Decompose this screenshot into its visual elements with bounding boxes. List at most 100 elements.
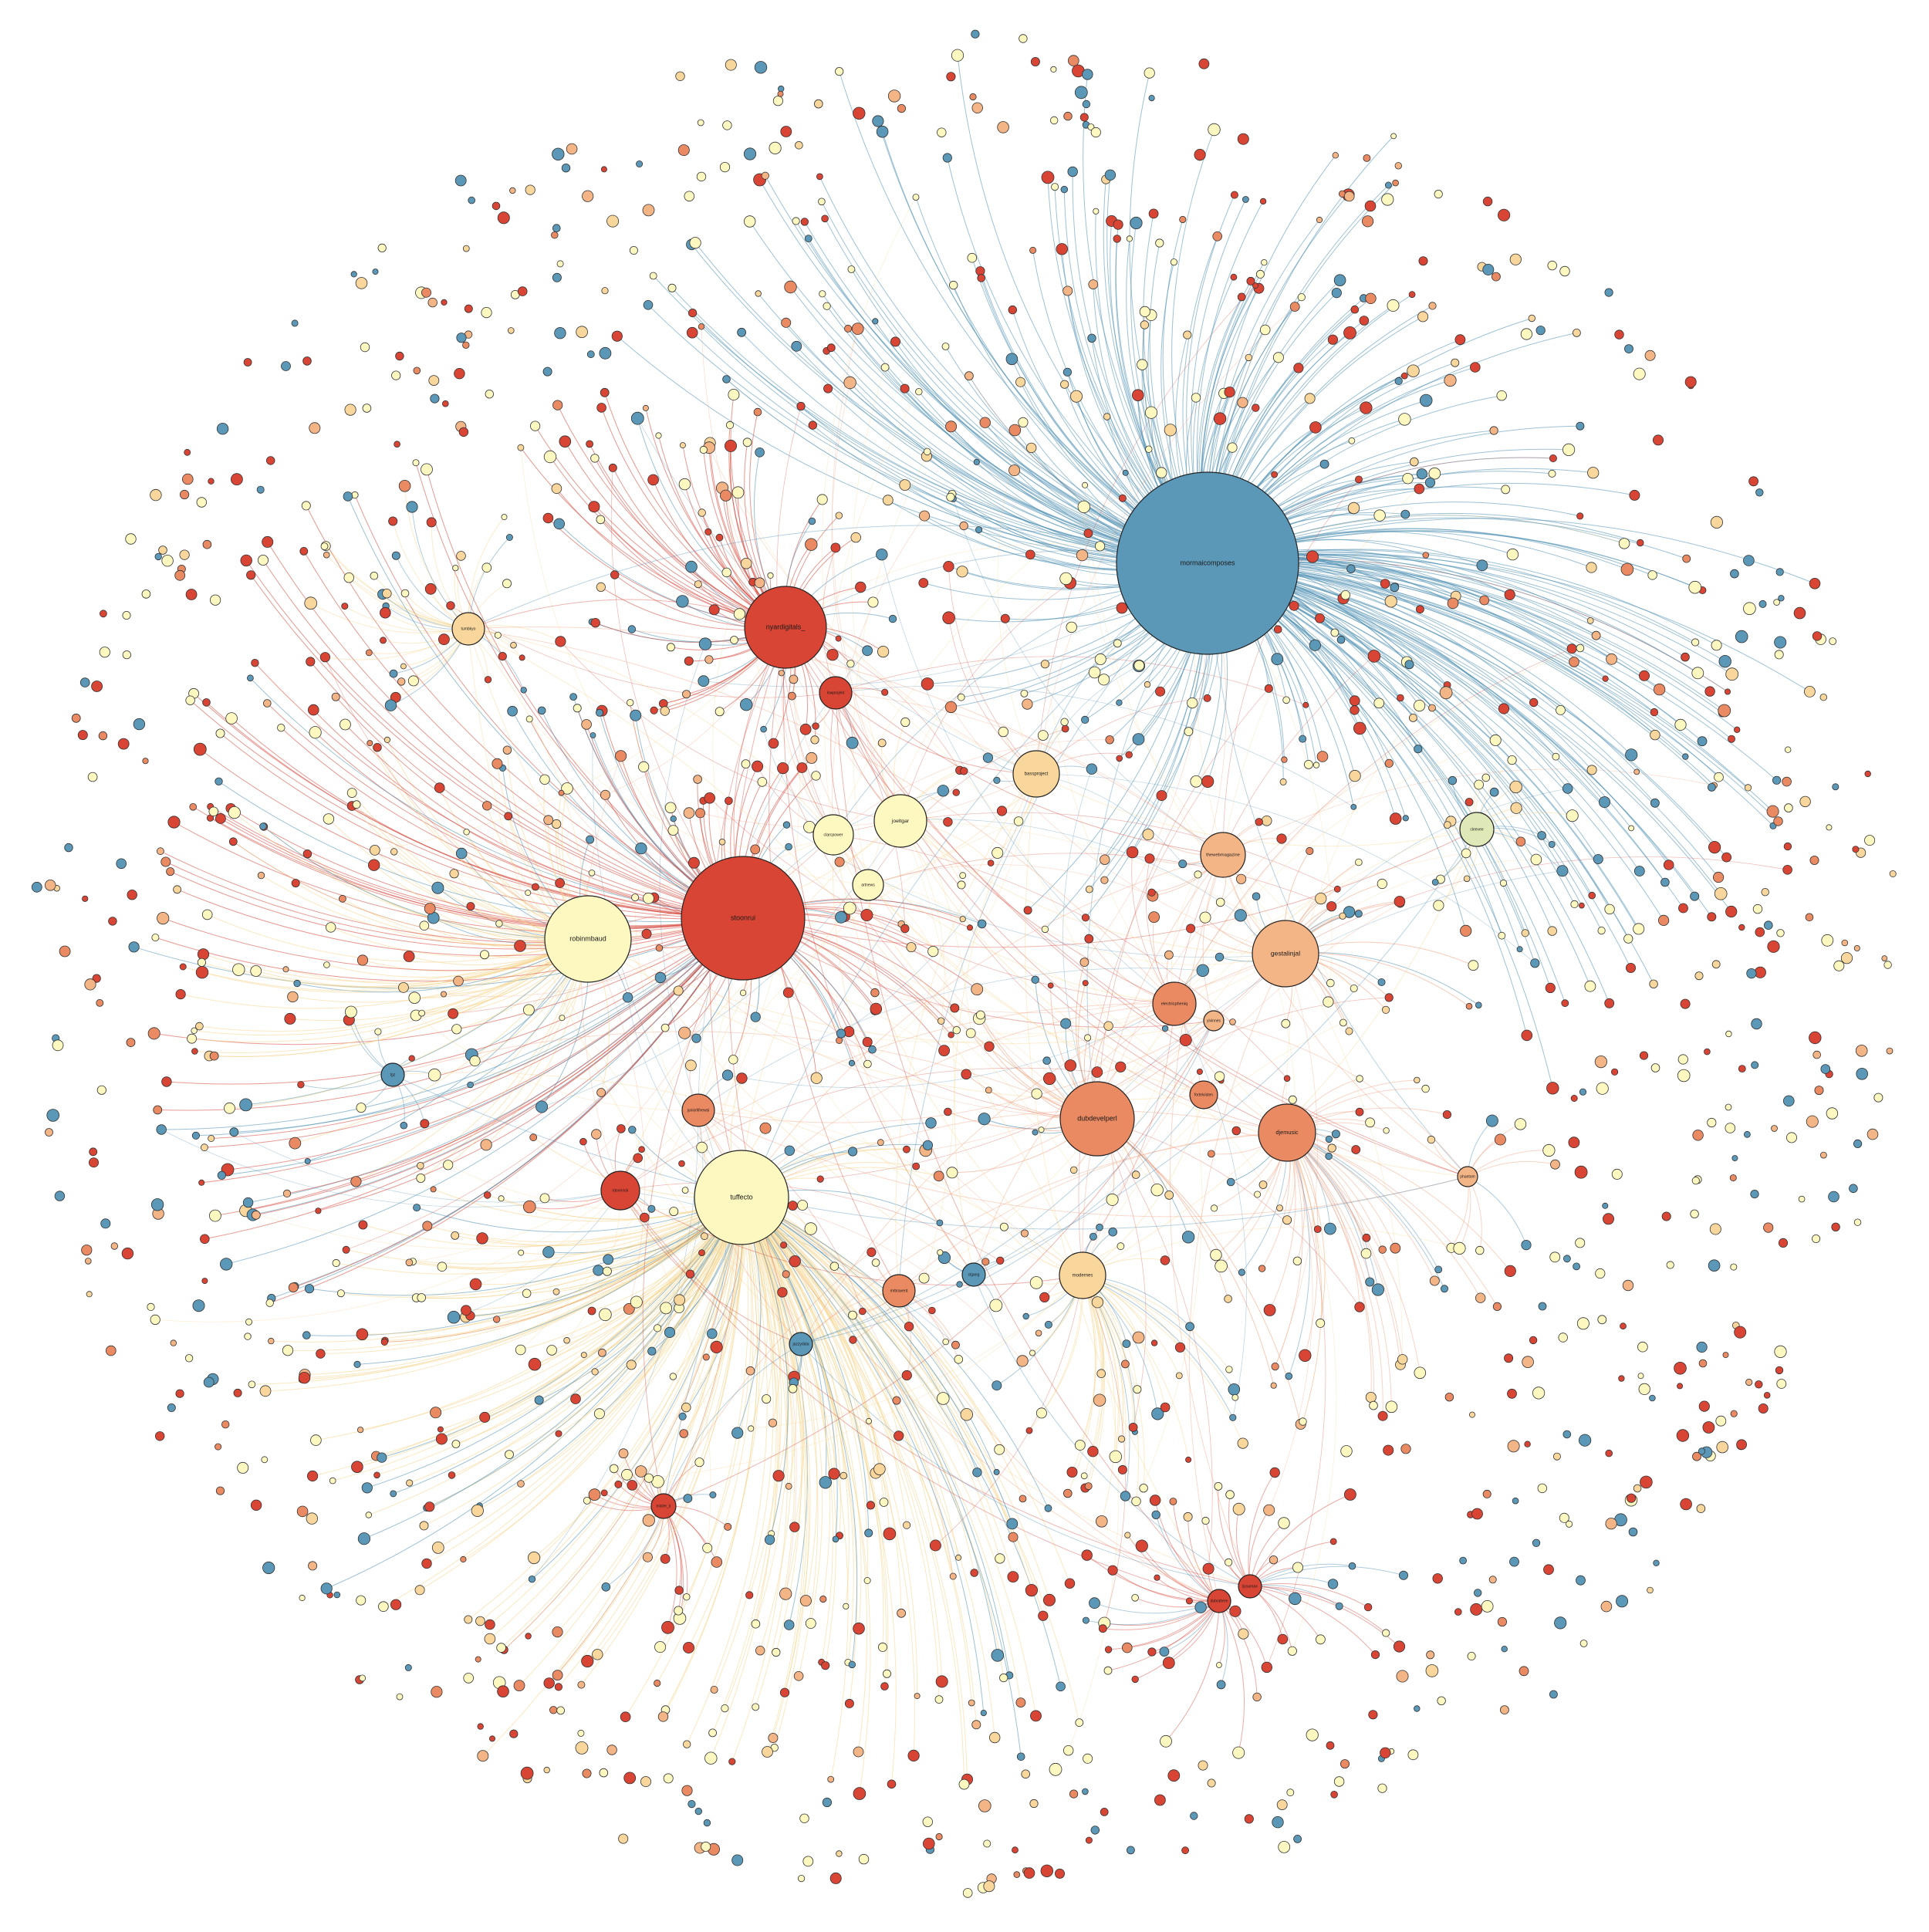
graph-node[interactable] <box>1454 334 1466 346</box>
hub-node-h29[interactable]: phantom <box>1457 1166 1478 1187</box>
graph-node[interactable] <box>1773 816 1783 826</box>
graph-node[interactable] <box>185 589 198 600</box>
graph-node[interactable] <box>1393 1640 1406 1653</box>
graph-node[interactable] <box>127 889 137 900</box>
graph-node[interactable] <box>1170 258 1178 266</box>
graph-node[interactable] <box>1327 334 1339 345</box>
graph-node[interactable] <box>1482 196 1493 207</box>
graph-node[interactable] <box>883 1527 897 1541</box>
graph-node[interactable] <box>1191 393 1201 403</box>
graph-node[interactable] <box>1853 1139 1863 1149</box>
graph-node[interactable] <box>600 166 607 173</box>
graph-node[interactable] <box>655 432 662 439</box>
graph-node[interactable] <box>677 144 690 157</box>
graph-node[interactable] <box>1602 1202 1609 1209</box>
graph-node[interactable] <box>674 1606 684 1616</box>
graph-node[interactable] <box>965 1028 976 1039</box>
graph-node[interactable] <box>559 1015 566 1022</box>
graph-node[interactable] <box>555 878 565 888</box>
graph-node[interactable] <box>1708 1259 1721 1272</box>
graph-node[interactable] <box>1198 1760 1208 1771</box>
graph-node[interactable] <box>923 448 931 456</box>
graph-node[interactable] <box>719 162 731 173</box>
graph-node[interactable] <box>1653 1559 1660 1566</box>
graph-node[interactable] <box>1155 686 1166 697</box>
graph-node[interactable] <box>1644 350 1656 361</box>
graph-node[interactable] <box>946 72 956 82</box>
graph-node[interactable] <box>1252 1692 1262 1702</box>
graph-node[interactable] <box>1016 1752 1025 1761</box>
graph-node[interactable] <box>1735 630 1748 643</box>
graph-node[interactable] <box>1367 650 1381 663</box>
graph-node[interactable] <box>471 1504 484 1518</box>
graph-node[interactable] <box>789 1522 800 1532</box>
graph-node[interactable] <box>1521 1240 1532 1251</box>
graph-node[interactable] <box>449 869 459 879</box>
graph-node[interactable] <box>1470 1603 1483 1616</box>
graph-node[interactable] <box>1187 697 1198 709</box>
graph-node[interactable] <box>682 690 691 699</box>
graph-node[interactable] <box>788 1383 798 1393</box>
graph-node[interactable] <box>382 589 392 599</box>
graph-node[interactable] <box>480 1139 492 1151</box>
graph-node[interactable] <box>1035 1329 1042 1337</box>
hub-node-h14[interactable]: djemusic <box>1258 1103 1316 1162</box>
graph-node[interactable] <box>1272 352 1284 363</box>
graph-node[interactable] <box>967 252 978 263</box>
graph-node[interactable] <box>1864 835 1876 846</box>
graph-node[interactable] <box>1819 1151 1827 1159</box>
graph-node[interactable] <box>427 1068 441 1082</box>
graph-node[interactable] <box>642 204 655 217</box>
graph-node[interactable] <box>1100 854 1110 865</box>
graph-node[interactable] <box>1063 111 1073 121</box>
graph-node[interactable] <box>1696 1341 1708 1353</box>
graph-node[interactable] <box>156 847 164 856</box>
graph-node[interactable] <box>262 1561 275 1575</box>
graph-node[interactable] <box>566 143 578 155</box>
graph-node[interactable] <box>329 1477 336 1484</box>
graph-node[interactable] <box>870 1002 883 1015</box>
graph-node[interactable] <box>580 1352 587 1359</box>
graph-node[interactable] <box>1041 925 1049 934</box>
graph-node[interactable] <box>1620 562 1634 576</box>
graph-node[interactable] <box>596 403 606 413</box>
graph-node[interactable] <box>1211 1204 1218 1212</box>
graph-node[interactable] <box>670 815 677 822</box>
graph-node[interactable] <box>952 1025 961 1035</box>
graph-node[interactable] <box>1070 390 1083 403</box>
graph-node[interactable] <box>660 1302 672 1315</box>
graph-node[interactable] <box>299 547 309 556</box>
graph-node[interactable] <box>1289 1592 1302 1606</box>
graph-node[interactable] <box>434 782 445 793</box>
graph-node[interactable] <box>1091 1296 1104 1309</box>
graph-node[interactable] <box>388 516 398 526</box>
graph-node[interactable] <box>849 1336 857 1344</box>
graph-node[interactable] <box>1323 996 1334 1008</box>
graph-node[interactable] <box>1132 733 1145 745</box>
graph-node[interactable] <box>691 1033 701 1043</box>
graph-node[interactable] <box>606 1745 617 1755</box>
hub-circle[interactable] <box>1200 832 1246 878</box>
graph-node[interactable] <box>379 637 387 644</box>
graph-node[interactable] <box>1118 1435 1126 1443</box>
graph-node[interactable] <box>1272 1815 1284 1829</box>
graph-node[interactable] <box>527 1551 541 1565</box>
graph-node[interactable] <box>1124 1532 1131 1539</box>
graph-node[interactable] <box>630 411 644 425</box>
graph-node[interactable] <box>1562 443 1576 457</box>
graph-node[interactable] <box>1390 1242 1401 1254</box>
graph-node[interactable] <box>362 404 372 413</box>
graph-node[interactable] <box>903 1521 911 1529</box>
graph-node[interactable] <box>853 1787 867 1800</box>
graph-node[interactable] <box>1509 253 1522 265</box>
hub-circle[interactable] <box>1252 920 1319 988</box>
graph-node[interactable] <box>710 1685 718 1694</box>
graph-node[interactable] <box>1273 625 1282 633</box>
graph-node[interactable] <box>1190 1812 1198 1820</box>
graph-node[interactable] <box>1147 1647 1157 1657</box>
graph-node[interactable] <box>126 1038 136 1047</box>
graph-node[interactable] <box>745 1366 755 1376</box>
graph-node[interactable] <box>1148 208 1159 219</box>
graph-node[interactable] <box>1061 724 1069 733</box>
graph-node[interactable] <box>356 1427 364 1434</box>
